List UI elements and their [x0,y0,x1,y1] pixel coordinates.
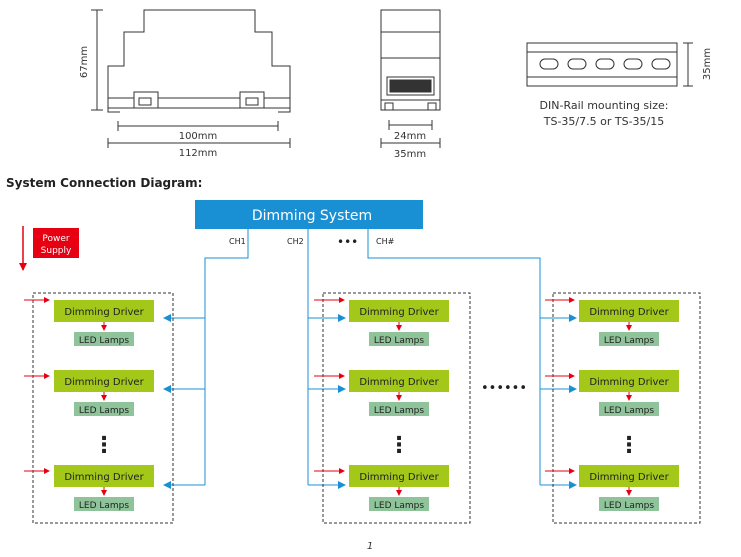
group1-driver-1: Dimming Driver LED Lamps [54,300,154,346]
power-supply-line1: Power [42,234,70,244]
group-ellipsis: •••••• [481,381,527,396]
lamp-label: LED Lamps [374,406,425,416]
driver-label: Dimming Driver [64,472,144,483]
channel-label-3: CH# [376,237,395,246]
lamp-label: LED Lamps [374,501,425,511]
side-inner-label: 24mm [394,131,426,142]
power-supply-box [33,228,79,258]
height-dimension-label: 67mm [79,46,90,78]
lamp-label: LED Lamps [79,501,130,511]
group1-vertical-ellipsis: ⋮ [93,433,115,458]
lamp-label: LED Lamps [604,406,655,416]
device-front-view [91,9,291,113]
rail-caption-line1: DIN-Rail mounting size: [540,99,669,112]
group3-driver-3: Dimming Driver LED Lamps [579,465,679,511]
group3-driver-2: Dimming Driver LED Lamps [579,370,679,416]
side-inner-dimension [388,120,433,130]
group2-driver-3: Dimming Driver LED Lamps [349,465,449,511]
driver-label: Dimming Driver [359,472,439,483]
driver-label: Dimming Driver [359,307,439,318]
lamp-label: LED Lamps [604,501,655,511]
channel1-feed-arrows [163,314,205,489]
driver-label: Dimming Driver [589,377,669,388]
group1-power-arrows [24,297,50,474]
dimming-system-bar [195,200,423,229]
rail-height-label: 35mm [702,48,713,80]
section-title: System Connection Diagram: [6,176,202,190]
outer-width-dimension [107,138,291,148]
driver-group-2 [322,292,471,524]
lamp-label: LED Lamps [374,336,425,346]
group3-driver-1: Dimming Driver LED Lamps [579,300,679,346]
side-outer-dimension [380,138,441,148]
group3-power-arrows [545,297,575,474]
inner-width-dimension [117,121,279,131]
lamp-label: LED Lamps [79,336,130,346]
driver-label: Dimming Driver [589,307,669,318]
group2-vertical-ellipsis: ⋮ [388,433,410,458]
power-supply-line2: Supply [41,246,72,256]
channel2-feed-arrows [308,314,346,489]
group3-vertical-ellipsis: ⋮ [618,433,640,458]
group2-driver-1: Dimming Driver LED Lamps [349,300,449,346]
driver-label: Dimming Driver [64,307,144,318]
inner-width-label: 100mm [179,131,218,142]
group1-driver-2: Dimming Driver LED Lamps [54,370,154,416]
driver-group-1 [32,292,174,524]
rail-caption-line2: TS-35/7.5 or TS-35/15 [543,115,664,128]
din-rail-drawing [526,42,693,87]
group1-driver-3: Dimming Driver LED Lamps [54,465,154,511]
channel-label-1: CH1 [229,237,246,246]
page-number: 1 [367,541,373,552]
driver-label: Dimming Driver [589,472,669,483]
channel-wiring [204,229,541,485]
channel-ellipsis: ••• [337,235,358,249]
channel3-feed-arrows [540,314,577,489]
lamp-label: LED Lamps [604,336,655,346]
driver-label: Dimming Driver [359,377,439,388]
outer-width-label: 112mm [179,148,218,159]
group2-power-arrows [314,297,345,474]
group2-driver-2: Dimming Driver LED Lamps [349,370,449,416]
dimming-system-label: Dimming System [252,208,372,224]
lamp-label: LED Lamps [79,406,130,416]
channel-label-2: CH2 [287,237,304,246]
driver-group-3 [552,292,701,524]
device-side-view [380,9,441,111]
driver-label: Dimming Driver [64,377,144,388]
side-outer-label: 35mm [394,149,426,160]
